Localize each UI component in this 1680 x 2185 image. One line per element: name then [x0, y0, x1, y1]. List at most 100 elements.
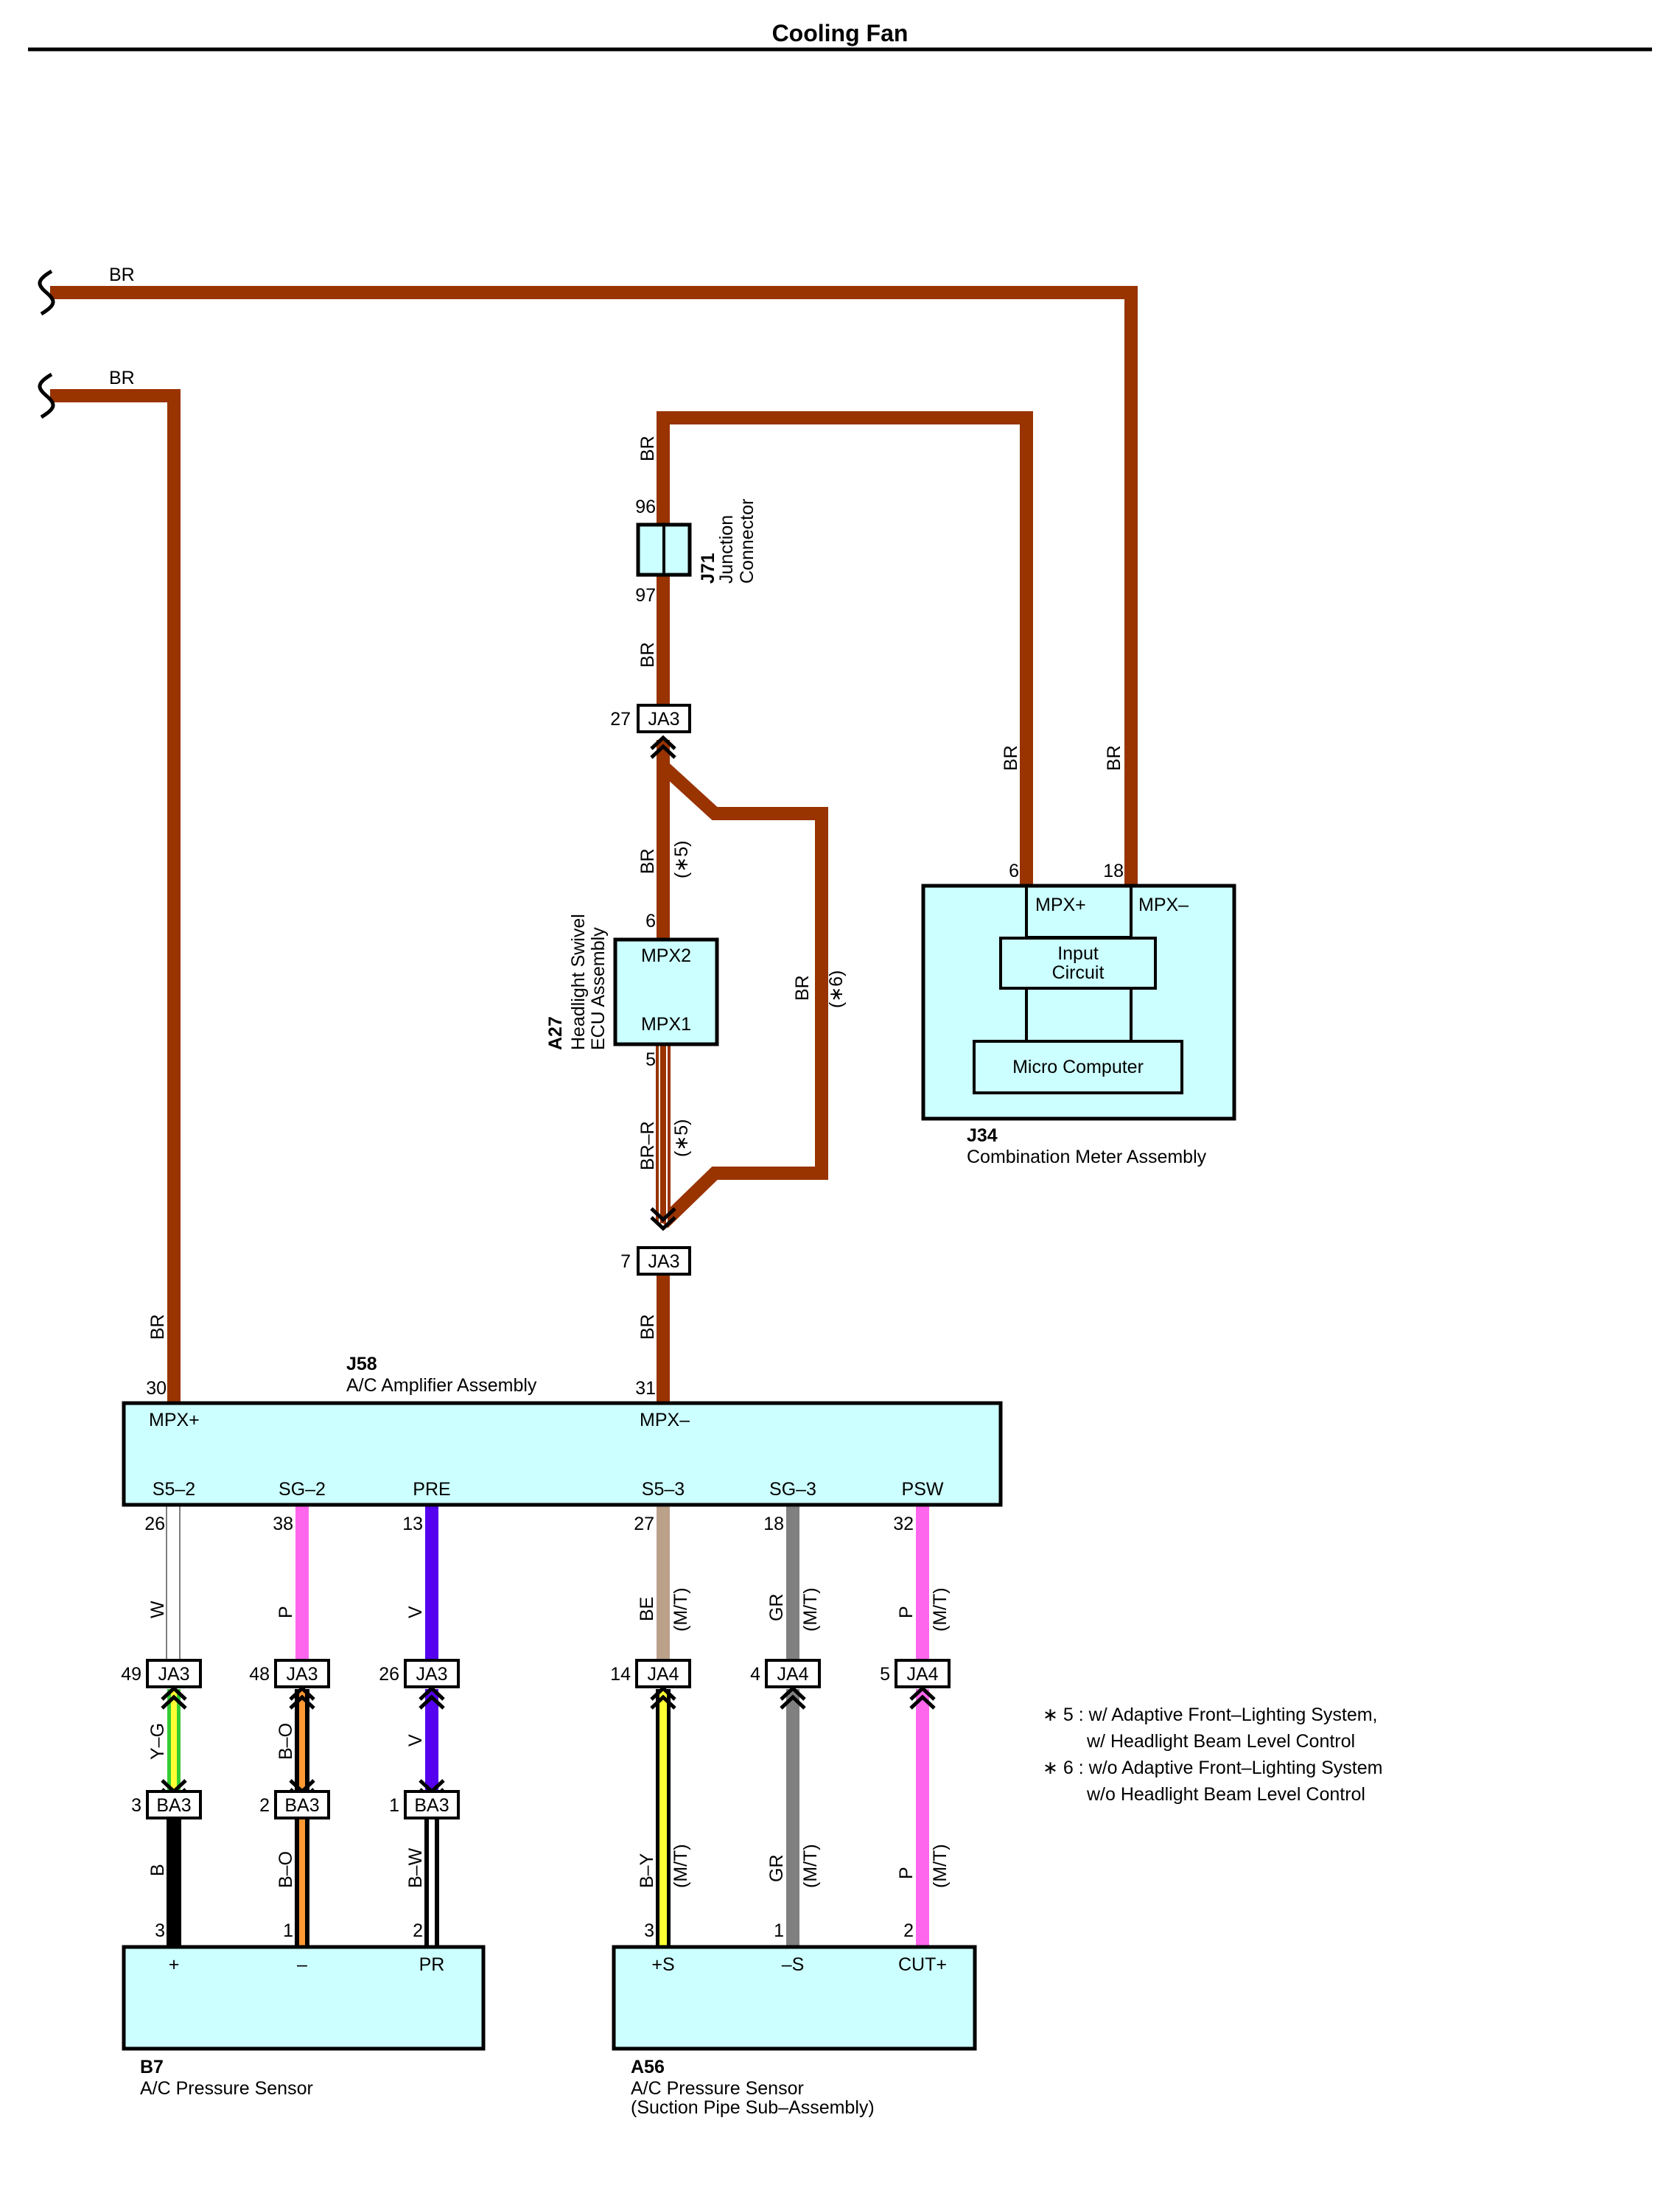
- pin-ba3-2: 2: [259, 1795, 270, 1816]
- note-line-3: ∗ 6 : w/o Adaptive Front–Lighting System: [1043, 1758, 1382, 1778]
- label-bw: B–W: [405, 1847, 426, 1888]
- label-mt-p: (M/T): [930, 1587, 951, 1632]
- a56-terminal-plus-s: +S: [651, 1954, 674, 1975]
- break-mark-2: [38, 372, 55, 419]
- pin-j58-26: 26: [144, 1514, 165, 1534]
- pin-7: 7: [620, 1251, 631, 1272]
- wire-br-j71-to-j34-6: [657, 411, 1033, 887]
- pin-ja4-4: 4: [750, 1664, 760, 1685]
- pin-5: 5: [645, 1049, 656, 1070]
- pin-ja4-14: 14: [610, 1664, 631, 1685]
- pin-30: 30: [146, 1378, 167, 1399]
- connector-ja3-48-label: JA3: [286, 1664, 318, 1685]
- j58-terminal-pre: PRE: [413, 1479, 450, 1500]
- b7-body: [122, 1945, 486, 2051]
- label-v-2: V: [405, 1734, 426, 1747]
- pin-j58-32: 32: [893, 1514, 914, 1534]
- pin-6: 6: [645, 911, 656, 931]
- br-wires: [50, 286, 1138, 1403]
- label-note5-b: (∗5): [671, 1119, 692, 1157]
- a27-terminal-mpx2: MPX2: [641, 945, 691, 966]
- pin-ba3-1: 1: [389, 1795, 399, 1816]
- j34-code: J34: [967, 1125, 998, 1146]
- wire-br-r-stripe: [656, 1043, 671, 1223]
- j71-code: J71: [698, 553, 718, 584]
- j58-terminal-sg-3: SG–3: [769, 1479, 816, 1500]
- pin-ba3-3: 3: [131, 1795, 141, 1816]
- a56-terminal-cut-plus: CUT+: [898, 1954, 947, 1975]
- a56-ac-pressure-sensor: +S –S CUT+ A56 A/C Pressure Sensor (Suct…: [612, 1945, 977, 2118]
- j34-micro-computer-label: Micro Computer: [1012, 1057, 1144, 1077]
- a27-terminal-mpx1: MPX1: [641, 1014, 691, 1035]
- pin-b7-3: 3: [155, 1920, 165, 1941]
- j34-terminal-mpx-plus: MPX+: [1035, 895, 1086, 915]
- connector-ba3-1-label: BA3: [414, 1795, 449, 1816]
- page-title: Cooling Fan: [772, 20, 909, 46]
- pin-97: 97: [635, 585, 656, 606]
- connector-ba3-2-label: BA3: [284, 1795, 319, 1816]
- a27-headlight-swivel-ecu: MPX2 MPX1 A27 Headlight Swivel ECU Assem…: [545, 914, 719, 1050]
- connector-ba3-3: [146, 1790, 202, 1819]
- j58-code: J58: [346, 1354, 377, 1374]
- j58-terminal-mpx-plus: MPX+: [149, 1410, 200, 1430]
- pin-j34-18: 18: [1103, 861, 1124, 881]
- j71-junction-connector: J71 Junction Connector: [636, 499, 757, 584]
- connector-ja4-4-label: JA4: [777, 1664, 808, 1685]
- connector-ba3-2: [274, 1790, 330, 1819]
- connector-ja4-5: [895, 1659, 951, 1688]
- b7-terminal-minus: –: [297, 1954, 307, 1975]
- wire-color-labels: BR BR BR BR BR (∗5) BR (∗6) BR–R (∗5) BR…: [109, 265, 1124, 1888]
- label-br-j71-top: BR: [637, 436, 658, 461]
- a56-name-2: (Suction Pipe Sub–Assembly): [631, 2097, 875, 2118]
- j71-name-2: Connector: [737, 499, 757, 584]
- notes: ∗ 5 : w/ Adaptive Front–Lighting System,…: [1043, 1705, 1382, 1805]
- break-mark-1: [38, 269, 55, 316]
- j58-terminal-s5-2: S5–2: [153, 1479, 195, 1500]
- label-note6: (∗6): [826, 970, 847, 1008]
- connector-ja3-7: [637, 1246, 691, 1276]
- pin-j58-27: 27: [634, 1514, 654, 1534]
- label-note5-a: (∗5): [671, 840, 692, 878]
- j34-input-circuit: [999, 937, 1157, 990]
- j58-terminal-mpx-minus: MPX–: [640, 1410, 690, 1430]
- j58-terminal-sg-2: SG–2: [279, 1479, 326, 1500]
- connector-ja3-49-label: JA3: [158, 1664, 189, 1685]
- b7-name: A/C Pressure Sensor: [140, 2078, 313, 2099]
- label-gr-sg3: GR: [766, 1594, 787, 1622]
- label-br-j58-31: BR: [637, 1314, 658, 1340]
- pin-ja3-26: 26: [379, 1664, 399, 1685]
- label-br-j58-30: BR: [147, 1314, 168, 1340]
- label-mt-p-2: (M/T): [930, 1844, 951, 1888]
- a56-body: [612, 1945, 977, 2051]
- j34-terminal-mpx-minus: MPX–: [1138, 895, 1189, 915]
- label-bo-2: B–O: [276, 1851, 296, 1888]
- label-b: B: [147, 1864, 168, 1876]
- label-br-j34-6: BR: [1001, 745, 1021, 771]
- j58-terminal-psw: PSW: [902, 1479, 944, 1500]
- pin-96: 96: [635, 497, 656, 517]
- label-v-pre: V: [405, 1606, 426, 1618]
- j34-name: Combination Meter Assembly: [967, 1147, 1207, 1167]
- connector-ja3-7-label: JA3: [648, 1251, 679, 1272]
- connector-ja3-49: [146, 1659, 202, 1688]
- label-mt-gr: (M/T): [800, 1587, 821, 1632]
- pin-b7-1: 1: [283, 1920, 293, 1941]
- signal-wires: [166, 1505, 929, 1945]
- pin-numbers: 96 97 27 6 5 7 30 31 6 18 26 38 13 27 18…: [121, 497, 1124, 1941]
- j34-input-circuit-label-1: Input: [1057, 943, 1099, 964]
- label-p-2: P: [896, 1867, 917, 1879]
- label-br-a27: BR: [637, 848, 658, 874]
- note-line-1: ∗ 5 : w/ Adaptive Front–Lighting System,: [1043, 1705, 1378, 1725]
- pin-27: 27: [610, 709, 631, 730]
- wire-br-to-j58-30: [50, 389, 181, 1403]
- label-by: B–Y: [637, 1853, 657, 1888]
- pin-a56-1: 1: [774, 1920, 784, 1941]
- j71-name-1: Junction: [716, 515, 737, 584]
- label-gr-2: GR: [766, 1855, 787, 1883]
- b7-code: B7: [140, 2057, 164, 2077]
- note-line-2: w/ Headlight Beam Level Control: [1086, 1731, 1355, 1752]
- pin-a56-3: 3: [644, 1920, 654, 1941]
- j58-terminal-s5-3: S5–3: [642, 1479, 685, 1500]
- j34-input-circuit-label-2: Circuit: [1052, 962, 1105, 983]
